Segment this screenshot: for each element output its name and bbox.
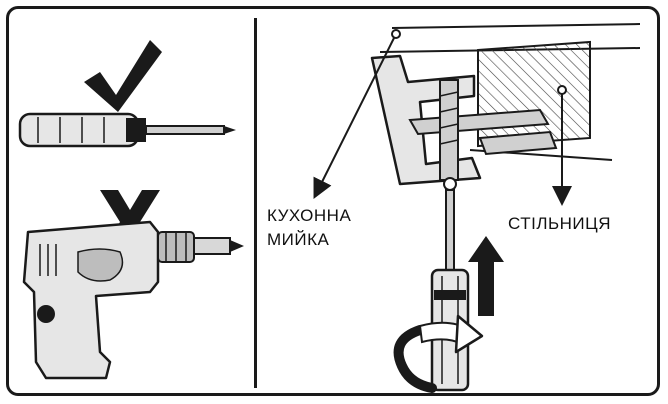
countertop-label: СТІЛЬНИЦЯ bbox=[508, 214, 611, 233]
instruction-frame bbox=[6, 6, 660, 396]
sink-bracket bbox=[370, 54, 558, 191]
up-arrow-icon bbox=[468, 236, 504, 316]
screwdriver-icon bbox=[18, 112, 236, 148]
checkmark-icon bbox=[84, 40, 162, 112]
rotate-arrow-icon bbox=[393, 314, 484, 393]
sink-label-line1: КУХОННА bbox=[267, 206, 352, 225]
countertop-leader bbox=[552, 85, 572, 206]
power-drill-icon bbox=[22, 220, 244, 380]
sink-label: КУХОННА МИЙКА bbox=[267, 204, 351, 252]
panel-divider bbox=[254, 18, 257, 388]
sink-label-line2: МИЙКА bbox=[267, 230, 330, 249]
sink-leader bbox=[313, 29, 401, 199]
screwdriver-in-use bbox=[430, 189, 470, 392]
